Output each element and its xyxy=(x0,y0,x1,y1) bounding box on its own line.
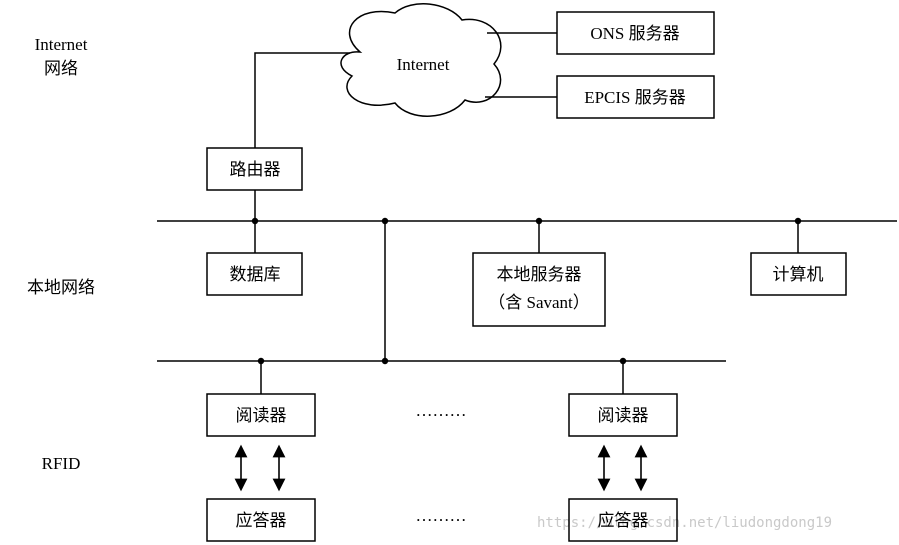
reader-right-box xyxy=(568,393,678,437)
database-box xyxy=(206,252,303,296)
epcis-server-box xyxy=(556,75,715,119)
reader-right-label: 阅读器 xyxy=(598,406,649,425)
layer-label-internet-2: 网络 xyxy=(44,59,78,78)
responder-right-label: 应答器 xyxy=(598,511,649,530)
responder-right-box xyxy=(568,498,678,542)
database-label: 数据库 xyxy=(230,265,281,284)
watermark-text: https://blog.csdn.net/liudongdong19 xyxy=(537,515,832,531)
line-cloud-router xyxy=(254,52,350,148)
computer-label: 计算机 xyxy=(773,265,824,284)
reader-left-box xyxy=(206,393,316,437)
ons-server-box xyxy=(556,11,715,55)
router-label: 路由器 xyxy=(230,160,281,179)
cloud-label: Internet xyxy=(397,55,450,74)
reader-left-label: 阅读器 xyxy=(236,406,287,425)
local-server-label-2: （含 Savant） xyxy=(488,293,590,312)
epcis-server-label: EPCIS 服务器 xyxy=(584,88,686,107)
junction-lower-link xyxy=(381,357,389,365)
layer-label-internet-1: Internet xyxy=(35,35,88,54)
local-server-label-1: 本地服务器 xyxy=(497,265,582,284)
local-server-box xyxy=(472,252,606,327)
responder-left-label: 应答器 xyxy=(236,511,287,530)
computer-box xyxy=(750,252,847,296)
internet-cloud-shape xyxy=(340,3,502,117)
ellipsis-readers: ……… xyxy=(416,401,467,420)
layer-label-local: 本地网络 xyxy=(27,278,95,297)
ons-server-label: ONS 服务器 xyxy=(590,24,679,43)
responder-left-box xyxy=(206,498,316,542)
layer-label-rfid: RFID xyxy=(42,454,81,473)
ellipsis-responders: ……… xyxy=(416,506,467,525)
